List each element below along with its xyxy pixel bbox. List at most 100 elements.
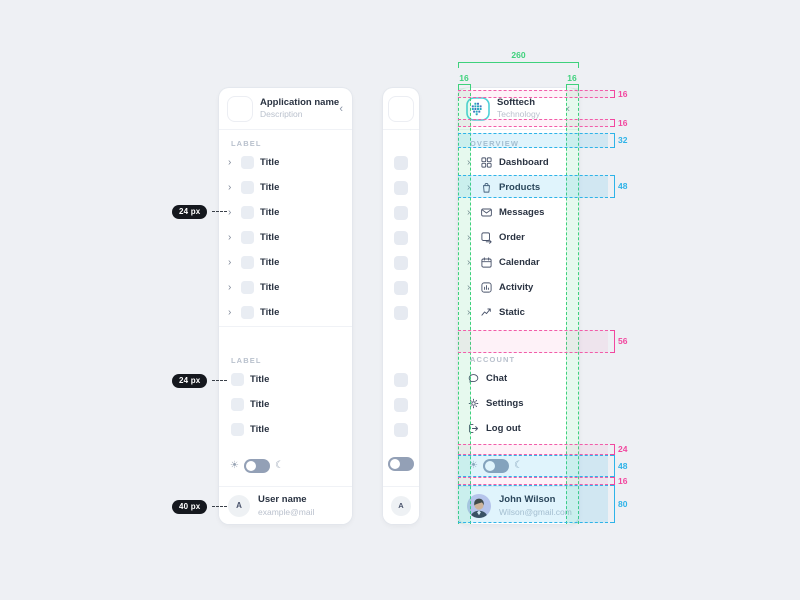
chevron-right-icon: › <box>467 231 471 243</box>
section-label: OVERVIEW <box>470 139 520 148</box>
sidebar-collapsed: A <box>383 88 419 524</box>
sidebar-item[interactable]: Title <box>219 367 352 392</box>
app-description: Description <box>260 108 303 119</box>
sidebar-item[interactable] <box>383 250 419 275</box>
sidebar-item-settings[interactable]: Settings <box>458 391 579 416</box>
sidebar-softtech: Softtech Technology ‹ OVERVIEW › Dashboa… <box>458 88 579 524</box>
sidebar-item[interactable]: › Title <box>228 156 280 169</box>
sidebar-item[interactable] <box>383 300 419 325</box>
item-icon-placeholder <box>394 230 408 245</box>
chevron-right-icon: › <box>228 181 232 193</box>
moon-icon: ☾ <box>274 460 284 471</box>
sidebar-item[interactable] <box>383 225 419 250</box>
sidebar-item[interactable]: › Title <box>228 231 280 244</box>
sidebar-item[interactable] <box>383 392 419 417</box>
theme-toggle-switch[interactable] <box>388 457 414 471</box>
moon-icon: ☾ <box>513 460 523 471</box>
sidebar-item-chat[interactable]: Chat <box>458 366 579 391</box>
item-icon-placeholder <box>241 256 254 269</box>
measure-bracket <box>610 444 615 455</box>
item-icon-placeholder <box>394 422 408 437</box>
dashboard-icon <box>480 156 493 169</box>
measure-bracket <box>610 90 615 98</box>
collapse-chevron-icon[interactable]: ‹ <box>339 102 343 115</box>
measure-bracket <box>610 119 615 127</box>
item-icon-placeholder <box>394 155 408 170</box>
sidebar-item[interactable]: › Title <box>228 181 280 194</box>
static-icon <box>480 306 493 319</box>
item-icon-placeholder <box>394 255 408 270</box>
section-label: ACCOUNT <box>470 355 516 364</box>
sidebar-item[interactable]: › Title <box>228 206 280 219</box>
sidebar-item-logout[interactable]: Log out <box>458 416 579 441</box>
chevron-right-icon: › <box>467 156 471 168</box>
measure-band-16 <box>458 477 608 485</box>
sidebar-item-order[interactable]: › Order <box>467 231 525 244</box>
width-measure-label: 260 <box>511 50 526 60</box>
measure-bracket <box>610 477 615 485</box>
sidebar-item-calendar[interactable]: › Calendar <box>467 256 540 268</box>
sidebar-item-activity[interactable]: › Activity <box>467 281 534 293</box>
sun-icon: ☀ <box>469 460 478 471</box>
user-profile[interactable]: A User name example@mail <box>219 486 352 524</box>
spacing-annotation-pill: 24 px <box>172 205 208 219</box>
softtech-logo <box>466 96 490 121</box>
padding-right-bracket <box>566 84 579 88</box>
item-icon-placeholder <box>241 206 254 219</box>
user-profile[interactable]: A <box>383 486 419 524</box>
measure-bracket <box>610 455 615 477</box>
sidebar-item[interactable]: › Title <box>228 306 280 319</box>
chevron-right-icon: › <box>467 256 471 268</box>
sidebar-item[interactable]: Title <box>219 392 352 417</box>
item-icon-placeholder <box>231 398 244 411</box>
avatar-photo <box>467 493 491 518</box>
user-profile[interactable]: John Wilson Wilson@gmail.com <box>458 486 579 524</box>
measure-band-16 <box>458 90 608 98</box>
chevron-right-icon: › <box>467 281 471 293</box>
sidebar-item-static[interactable]: › Static <box>467 306 525 319</box>
spacing-annotation-pill: 40 px <box>172 500 208 514</box>
measure-bracket <box>610 330 615 353</box>
collapse-chevron-icon[interactable]: ‹ <box>566 102 570 115</box>
messages-icon <box>480 206 493 219</box>
app-name: Application name <box>260 96 340 108</box>
sidebar-expanded: Application name Description ‹ LABEL › T… <box>219 88 352 524</box>
sidebar-item[interactable] <box>383 367 419 392</box>
chevron-right-icon: › <box>228 206 232 218</box>
app-description: Technology <box>497 108 541 119</box>
products-icon <box>480 181 493 194</box>
sidebar-item[interactable] <box>383 417 419 442</box>
section-label: LABEL <box>231 139 262 148</box>
section-label: LABEL <box>231 356 262 365</box>
theme-toggle-row: ☀ ☾ <box>219 455 352 477</box>
measure-band-48 <box>458 175 608 198</box>
sidebar-item[interactable] <box>383 275 419 300</box>
item-icon-placeholder <box>241 181 254 194</box>
chat-icon <box>467 372 480 385</box>
sidebar-item[interactable]: Title <box>219 417 352 442</box>
avatar: A <box>228 494 250 517</box>
annotation-connector <box>212 380 227 381</box>
item-icon-placeholder <box>241 306 254 319</box>
theme-toggle-switch[interactable] <box>243 459 270 473</box>
item-icon-placeholder <box>241 281 254 294</box>
sidebar-item-products[interactable]: › Products <box>467 181 541 194</box>
sidebar-header: Softtech Technology ‹ <box>458 88 579 130</box>
sidebar-item[interactable] <box>383 150 419 175</box>
sidebar-item-dashboard[interactable]: › Dashboard <box>467 156 549 169</box>
app-logo-placeholder <box>227 95 253 122</box>
theme-toggle-row: ☀ ☾ <box>458 455 579 477</box>
measure-value: 16 <box>618 89 628 99</box>
padding-left-bracket <box>458 84 471 88</box>
measure-band-24 <box>458 444 608 455</box>
measure-bracket <box>610 175 615 198</box>
sidebar-item-messages[interactable]: › Messages <box>467 206 545 219</box>
sidebar-header <box>383 88 419 130</box>
measure-value: 16 <box>618 476 628 486</box>
theme-toggle-switch[interactable] <box>482 459 509 473</box>
sidebar-item[interactable] <box>383 175 419 200</box>
sidebar-item[interactable] <box>383 200 419 225</box>
sidebar-item[interactable]: › Title <box>228 256 280 269</box>
sidebar-item[interactable]: › Title <box>228 281 280 294</box>
user-email: example@mail <box>258 506 315 517</box>
